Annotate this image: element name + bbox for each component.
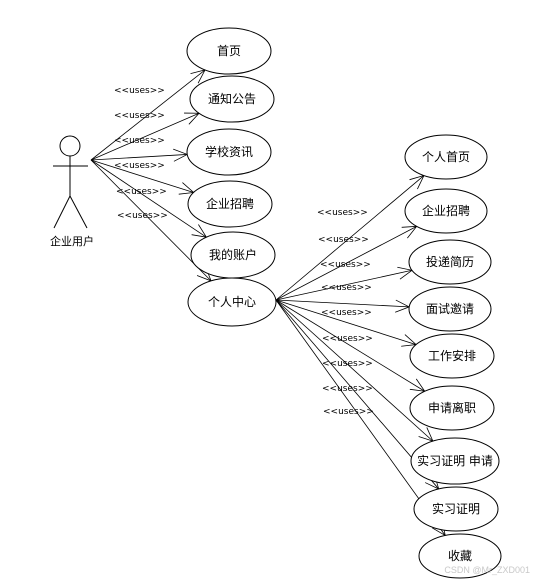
uses-label: <<uses>> [322, 384, 373, 394]
use-case-submit-resume[interactable]: 投递简历 [408, 239, 492, 285]
use-case-label: 通知公告 [208, 92, 256, 106]
use-case-label: 投递简历 [426, 254, 474, 269]
uses-label: <<uses>> [323, 407, 374, 417]
use-case-notice[interactable]: 通知公告 [189, 75, 275, 123]
use-case-label: 个人中心 [208, 294, 256, 309]
use-case-pc-recruit[interactable]: 企业招聘 [404, 188, 488, 234]
actor-name: 企业用户 [50, 234, 94, 248]
uses-label: <<uses>> [322, 359, 373, 369]
use-case-label: 企业招聘 [422, 203, 470, 218]
uses-label: <<uses>> [320, 260, 371, 270]
use-case-label: 企业招聘 [206, 196, 254, 211]
use-case-school-news[interactable]: 学校资讯 [186, 128, 272, 176]
uses-label: <<uses>> [322, 334, 373, 344]
use-case-personal-center[interactable]: 个人中心 [187, 277, 277, 327]
use-case-favorites[interactable]: 收藏 [418, 533, 502, 579]
uses-label: <<uses>> [317, 208, 368, 218]
use-case-label: 申请离职 [428, 400, 476, 415]
association-intern-cert-apply: <<uses>> [275, 299, 434, 442]
use-case-label: 实习证明 [432, 501, 480, 516]
use-case-resign-apply[interactable]: 申请离职 [409, 385, 495, 431]
use-case-label: 我的账户 [209, 247, 257, 262]
association-submit-resume: <<uses>> [275, 260, 413, 301]
uses-label: <<uses>> [114, 161, 165, 171]
uses-label: <<uses>> [114, 86, 165, 96]
actor-stick-figure-icon [53, 135, 88, 229]
uses-label: <<uses>> [117, 211, 168, 221]
use-case-label: 首页 [217, 44, 241, 58]
use-case-work-arrange[interactable]: 工作安排 [409, 333, 495, 379]
uses-label: <<uses>> [318, 235, 369, 245]
use-case-label: 工作安排 [428, 348, 476, 363]
use-case-label: 实习证明 申请 [417, 453, 493, 468]
use-case-home[interactable]: 首页 [186, 27, 272, 75]
use-case-label: 学校资讯 [205, 144, 253, 159]
use-case-intern-cert-apply[interactable]: 实习证明 申请 [410, 437, 500, 485]
use-case-personal-home[interactable]: 个人首页 [404, 134, 488, 180]
use-case-intern-cert[interactable]: 实习证明 [413, 486, 499, 532]
uses-label: <<uses>> [114, 136, 165, 146]
uses-label: <<uses>> [321, 308, 372, 318]
watermark: CSDN @Mr_ZXD001 [444, 565, 530, 575]
use-case-interview-invite[interactable]: 面试邀请 [408, 286, 492, 332]
uses-label: <<uses>> [114, 111, 165, 121]
uses-label: <<uses>> [321, 283, 372, 293]
use-case-label: 收藏 [448, 549, 472, 563]
use-case-label: 面试邀请 [426, 301, 474, 316]
uses-label: <<uses>> [116, 187, 167, 197]
use-case-my-account[interactable]: 我的账户 [190, 231, 276, 279]
use-case-label: 个人首页 [422, 150, 470, 164]
use-case-recruit[interactable]: 企业招聘 [187, 180, 273, 228]
